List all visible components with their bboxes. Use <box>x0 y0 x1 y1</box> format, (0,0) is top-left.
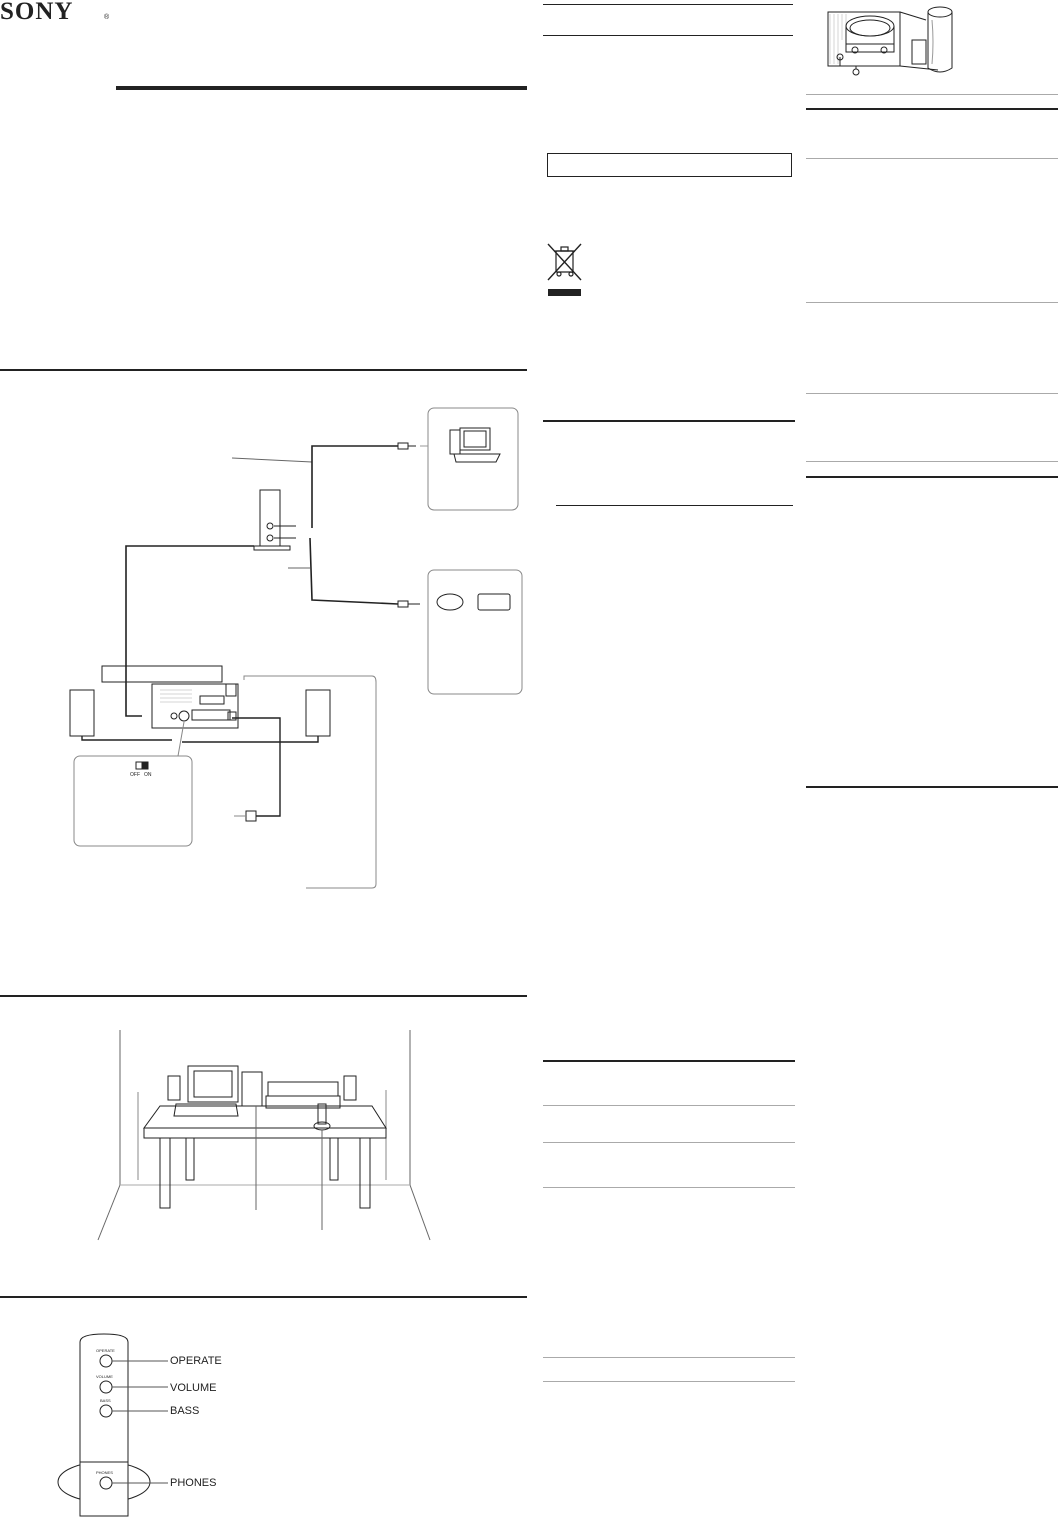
panel-phones-small: PHONES <box>96 1470 113 1475</box>
panel-bass-small: BASS <box>100 1398 111 1403</box>
right-thin-2 <box>806 158 1058 159</box>
right-rule-2 <box>806 476 1058 478</box>
bass-label: BASS <box>170 1405 200 1417</box>
speaker-base-illustration <box>827 6 953 76</box>
mid-thin-2 <box>543 1142 795 1143</box>
volume-label: VOLUME <box>170 1382 217 1394</box>
mid-rule-1 <box>543 4 793 5</box>
mid-thin-4 <box>543 1357 795 1358</box>
mid-rule-5 <box>543 1060 795 1062</box>
section-rule-connections <box>0 369 527 371</box>
notice-box <box>547 153 792 177</box>
right-thin-1 <box>806 94 1058 95</box>
panel-volume-small: VOLUME <box>96 1374 113 1379</box>
registered-mark: ® <box>104 14 110 21</box>
crossed-bin-icon <box>547 243 582 296</box>
connection-diagram: OFF ON <box>69 407 523 889</box>
mid-rule-4 <box>556 505 793 506</box>
mid-thin-5 <box>543 1381 795 1382</box>
mid-rule-3 <box>543 420 795 422</box>
switch-off-label: OFF <box>130 772 140 778</box>
section-rule-controls <box>0 1296 527 1298</box>
placement-diagram <box>97 1030 431 1241</box>
switch-on-label: ON <box>144 772 152 778</box>
mid-thin-1 <box>543 1105 795 1106</box>
right-thin-4 <box>806 393 1058 394</box>
phones-label: PHONES <box>170 1477 217 1489</box>
panel-operate-small: OPERATE <box>96 1348 115 1353</box>
sony-logo: SONY <box>0 0 74 25</box>
right-rule-1 <box>806 108 1058 110</box>
right-thin-5 <box>806 461 1058 462</box>
speaker-front-illustration: OPERATE VOLUME BASS PHONES <box>57 1333 168 1517</box>
operate-label: OPERATE <box>170 1355 222 1367</box>
right-thin-3 <box>806 302 1058 303</box>
mid-rule-2 <box>543 35 793 36</box>
section-rule-placement <box>0 995 527 997</box>
title-rule <box>116 86 527 90</box>
mid-thin-3 <box>543 1187 795 1188</box>
right-rule-3 <box>806 786 1058 788</box>
